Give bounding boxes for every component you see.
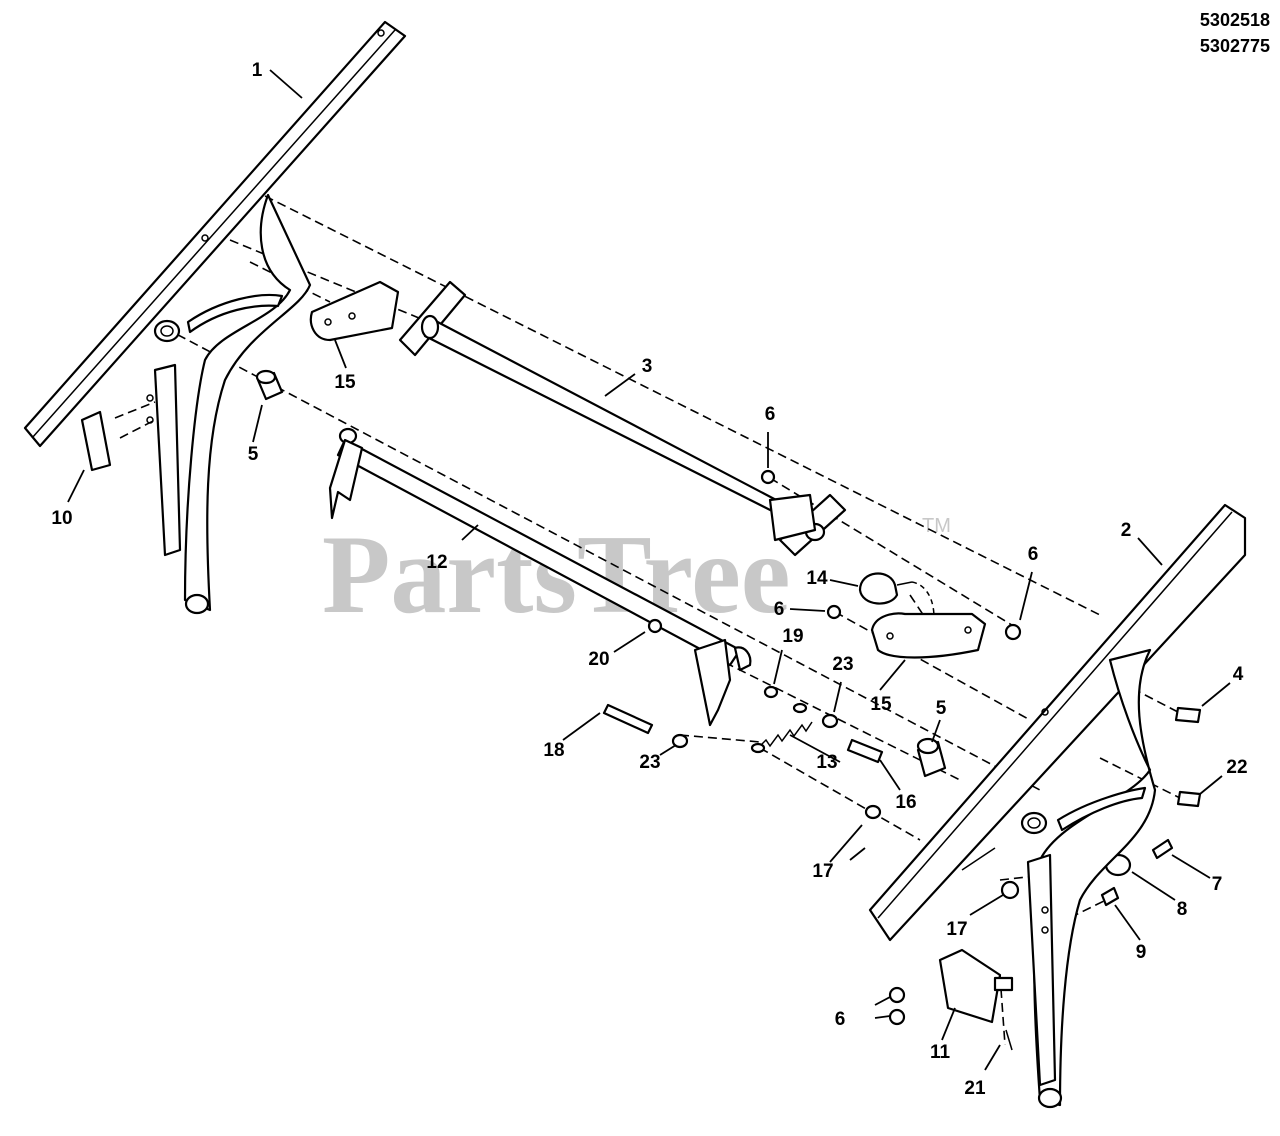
- part-23-washer-b: [671, 733, 689, 749]
- callout-11: 11: [930, 1042, 951, 1063]
- part-3-upper-tube: [398, 280, 847, 557]
- callout-19: 19: [782, 626, 803, 647]
- part-5-bushing-right: [916, 737, 947, 778]
- callout-22: 22: [1226, 757, 1247, 778]
- callout-17-a: 17: [812, 861, 833, 882]
- callout-23-b: 23: [639, 752, 660, 773]
- callout-18: 18: [543, 740, 564, 761]
- part-23-washer-a: [821, 713, 839, 729]
- callout-labels: 1 2 3 4 5 5 6 6 6 6 6 7 8 9 10 11 12 13 …: [51, 60, 1247, 1099]
- part-6-nut-c: [1004, 623, 1022, 641]
- callout-5-right: 5: [936, 698, 947, 719]
- part-16-bolt: [846, 738, 884, 764]
- part-number-2: 5302775: [1200, 36, 1270, 56]
- part-4-bolt: [1174, 706, 1202, 724]
- callout-16: 16: [895, 792, 916, 813]
- callout-6-c: 6: [774, 599, 785, 620]
- part-19-washer: [763, 685, 779, 699]
- callout-23-a: 23: [832, 654, 853, 675]
- callout-3: 3: [642, 356, 653, 377]
- callout-20: 20: [588, 649, 609, 670]
- callout-10: 10: [51, 508, 72, 529]
- callout-5-left: 5: [248, 444, 259, 465]
- part-22-bolt: [1176, 790, 1202, 808]
- part-6-nut-b: [826, 604, 842, 620]
- callout-8: 8: [1177, 899, 1188, 920]
- part-7-bolt: [1151, 838, 1174, 860]
- part-12-lower-shaft: [328, 427, 752, 727]
- callout-17-b: 17: [946, 919, 967, 940]
- part-11-mount-plate: [938, 948, 1014, 1024]
- callout-6-b: 6: [1028, 544, 1039, 565]
- callout-15-right: 15: [870, 694, 892, 715]
- callout-7: 7: [1212, 874, 1223, 895]
- part-15-pivot-bracket-right: [870, 612, 987, 659]
- watermark-text: PartsTree: [322, 513, 791, 637]
- callout-6-a: 6: [765, 404, 776, 425]
- leader-lines: [67, 69, 1231, 1071]
- callout-13: 13: [816, 752, 837, 773]
- callout-12: 12: [426, 552, 447, 573]
- part-6-nut-d: [888, 986, 906, 1004]
- callout-14: 14: [806, 568, 828, 589]
- callout-15-left: 15: [334, 372, 356, 393]
- part-21-pin: [1005, 1029, 1013, 1051]
- part-6-nut-e: [888, 1008, 906, 1026]
- callout-21: 21: [964, 1078, 986, 1099]
- part-number-1: 5302518: [1200, 10, 1270, 30]
- callout-2: 2: [1121, 520, 1132, 541]
- part-13-spring: [750, 702, 813, 754]
- part-2-right-bracket: [868, 503, 1247, 1109]
- part-9-bolt: [1100, 886, 1120, 907]
- callout-9: 9: [1136, 942, 1147, 963]
- part-5-bushing-left: [255, 369, 284, 401]
- part-20-nut: [647, 618, 663, 634]
- watermark-trademark: TM: [922, 515, 951, 537]
- part-17-nut-a: [864, 804, 882, 820]
- callout-6-d: 6: [835, 1009, 846, 1030]
- part-18-bolt: [602, 703, 654, 735]
- part-15-pivot-bracket-left: [309, 280, 400, 342]
- part-6-nut-a: [760, 469, 776, 485]
- part-1-left-bracket: [23, 20, 407, 615]
- part-14-bumper: [858, 572, 935, 641]
- watermark: PartsTree TM: [322, 513, 951, 637]
- hardware: [602, 469, 1202, 1051]
- part-17-nut-b: [1000, 880, 1020, 900]
- callout-4: 4: [1233, 664, 1244, 685]
- callout-1: 1: [252, 60, 263, 81]
- part-10-mount-plate: [80, 363, 182, 557]
